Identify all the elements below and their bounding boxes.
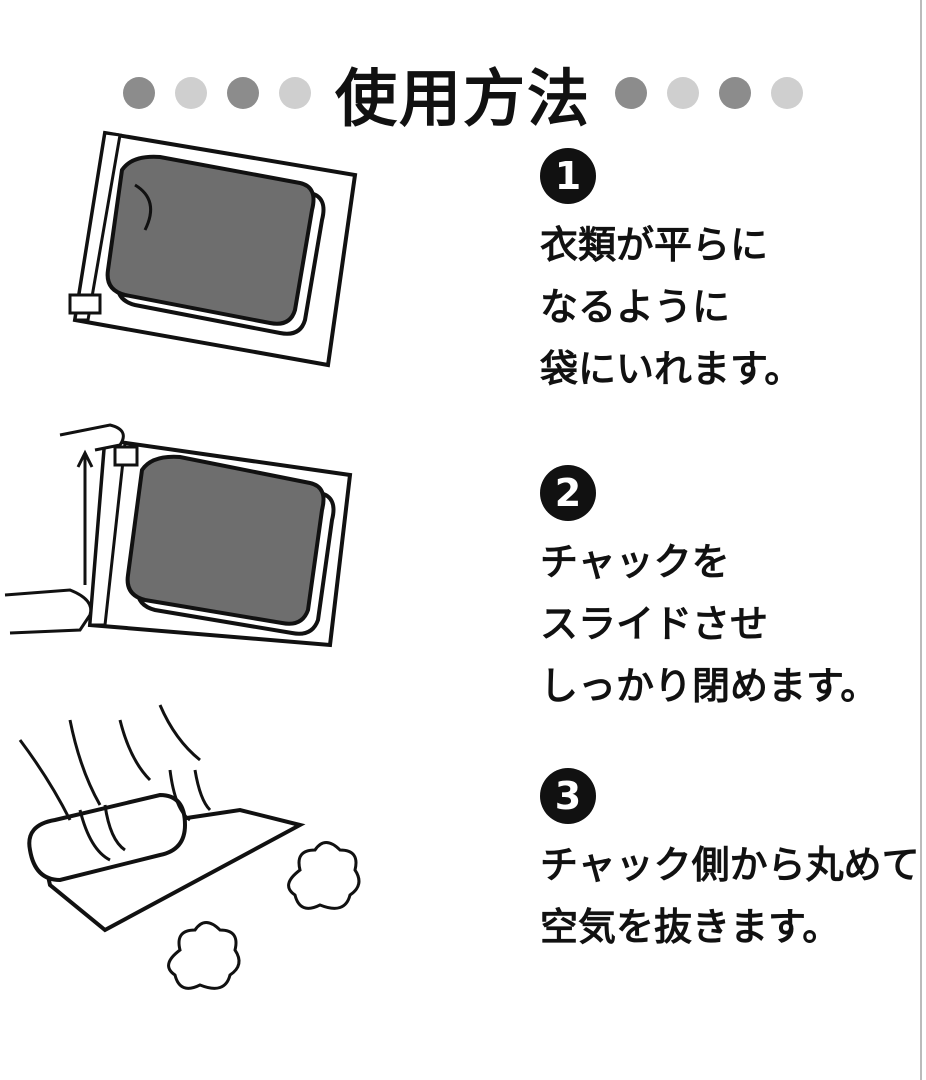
dot <box>719 77 751 109</box>
step-text: チャック側から丸めて <box>540 843 920 887</box>
rolling-bag-illustration <box>18 704 361 990</box>
step-1: 1 衣類が平らに なるように 袋にいれます。 <box>540 148 802 400</box>
dot <box>278 77 311 109</box>
dot <box>122 77 155 109</box>
step-number-badge: 3 <box>540 768 596 824</box>
page-title: 使用方法 <box>334 62 591 135</box>
step-text: なるように <box>540 285 731 329</box>
right-border <box>920 0 922 1080</box>
dot <box>174 77 207 109</box>
decorative-dots-left <box>122 77 311 109</box>
bag-with-clothes-illustration <box>68 130 358 368</box>
decorative-dots-right <box>615 77 803 109</box>
dot <box>771 77 803 109</box>
step-number-badge: 2 <box>540 465 596 521</box>
step-text: スライドさせ <box>540 602 769 646</box>
step-text: チャックを <box>540 540 730 584</box>
step-text: しっかり閉めます。 <box>540 664 879 708</box>
step-2: 2 チャックを スライドさせ しっかり閉めます。 <box>540 465 878 717</box>
zipper-slide-illustration <box>4 423 353 648</box>
step-3: 3 チャック側から丸めて 空気を抜きます。 <box>540 768 920 958</box>
step-text: 袋にいれます。 <box>540 347 803 391</box>
step-text: 空気を抜きます。 <box>540 905 841 949</box>
dot <box>226 77 259 109</box>
step-text: 衣類が平らに <box>540 223 769 267</box>
dot <box>615 77 647 109</box>
dot <box>667 77 699 109</box>
header: 使用方法 <box>0 48 926 138</box>
step-number-badge: 1 <box>540 148 596 204</box>
